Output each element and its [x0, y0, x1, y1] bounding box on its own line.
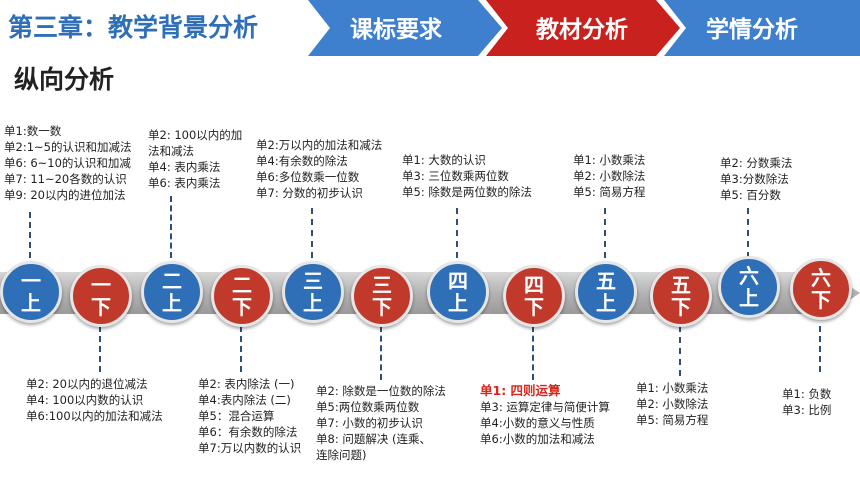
- units-grade5-lower: 单1: 小数乘法单2: 小数除法单5: 简易方程: [636, 381, 709, 427]
- units-grade5-upper: 单1: 小数乘法单2: 小数除法单5: 简易方程: [573, 153, 646, 199]
- connector-2b: [240, 326, 242, 372]
- tab-shape-curriculum: [308, 0, 502, 56]
- units-grade1-lower: 单2: 20以内的退位减法单4: 100以内数的认识单6:100以内的加法和减法: [26, 377, 163, 423]
- connector-3a: [311, 208, 313, 258]
- grade-node-4-lower[interactable]: 四下: [503, 265, 565, 327]
- connector-1b: [99, 326, 101, 372]
- units-grade2-upper: 单2: 100以内的加法和减法单4: 表内乘法单6: 表内乘法: [148, 128, 243, 190]
- connector-1a: [29, 212, 31, 258]
- connector-5a: [604, 208, 606, 258]
- connector-5b: [679, 326, 681, 376]
- grade-node-5-upper[interactable]: 五上: [575, 261, 637, 323]
- tab-curriculum[interactable]: 课标要求: [350, 17, 442, 43]
- grade-node-4-upper[interactable]: 四上: [427, 261, 489, 323]
- connector-3b: [380, 326, 382, 380]
- units-grade4-lower: 单1: 四则运算 单3: 运算定律与简便计算单4:小数的意义与性质单6:小数的加…: [480, 383, 610, 446]
- units-grade3-lower: 单2: 除数是一位数的除法单5:两位数乘两位数单7: 小数的初步认识单8: 问题…: [316, 384, 446, 462]
- grade-node-1-upper[interactable]: 一上: [0, 261, 62, 323]
- units-grade6-lower: 单1: 负数单3: 比例: [782, 387, 832, 417]
- grade-node-6-upper[interactable]: 六上: [718, 256, 780, 318]
- grade-node-3-upper[interactable]: 三上: [282, 261, 344, 323]
- section-title: 纵向分析: [14, 65, 115, 94]
- grade-node-6-lower[interactable]: 六下: [790, 258, 852, 320]
- units-grade6-upper: 单2: 分数乘法单3:分数除法单5: 百分数: [720, 156, 793, 202]
- chapter-title: 第三章：教学背景分析: [8, 13, 259, 42]
- grade-node-5-lower[interactable]: 五下: [650, 265, 712, 327]
- header-chevrons: [0, 0, 860, 56]
- grade-node-1-lower[interactable]: 一下: [70, 265, 132, 327]
- units-grade3-upper: 单2:万以内的加法和减法单4:有余数的除法单6:多位数乘一位数单7: 分数的初步…: [256, 138, 383, 200]
- units-grade2-lower: 单2: 表内除法 (一)单4:表内除法 (二)单5：混合运算单6：有余数的除法单…: [198, 377, 302, 455]
- connector-6a: [747, 208, 749, 258]
- connector-6b: [819, 326, 821, 372]
- tab-shape-textbook: [486, 0, 680, 56]
- highlight-unit: 单1: 四则运算: [480, 383, 561, 398]
- header-banner: 第三章：教学背景分析 课标要求 教材分析 学情分析: [0, 0, 860, 56]
- tab-students[interactable]: 学情分析: [706, 17, 798, 43]
- units-grade4-upper: 单1: 大数的认识单3: 三位数乘两位数单5: 除数是两位数的除法: [402, 153, 532, 199]
- tab-textbook[interactable]: 教材分析: [536, 17, 628, 43]
- connector-4b: [532, 326, 534, 380]
- grade-node-3-lower[interactable]: 三下: [351, 265, 413, 327]
- connector-2a: [170, 196, 172, 258]
- connector-4a: [456, 208, 458, 258]
- units-grade1-upper: 单1:数一数单2:1~5的认识和加减法单6: 6~10的认识和加减单7: 11~…: [4, 124, 132, 202]
- grade-node-2-upper[interactable]: 二上: [141, 261, 203, 323]
- tab-shape-students: [664, 0, 860, 56]
- grade-node-2-lower[interactable]: 二下: [211, 265, 273, 327]
